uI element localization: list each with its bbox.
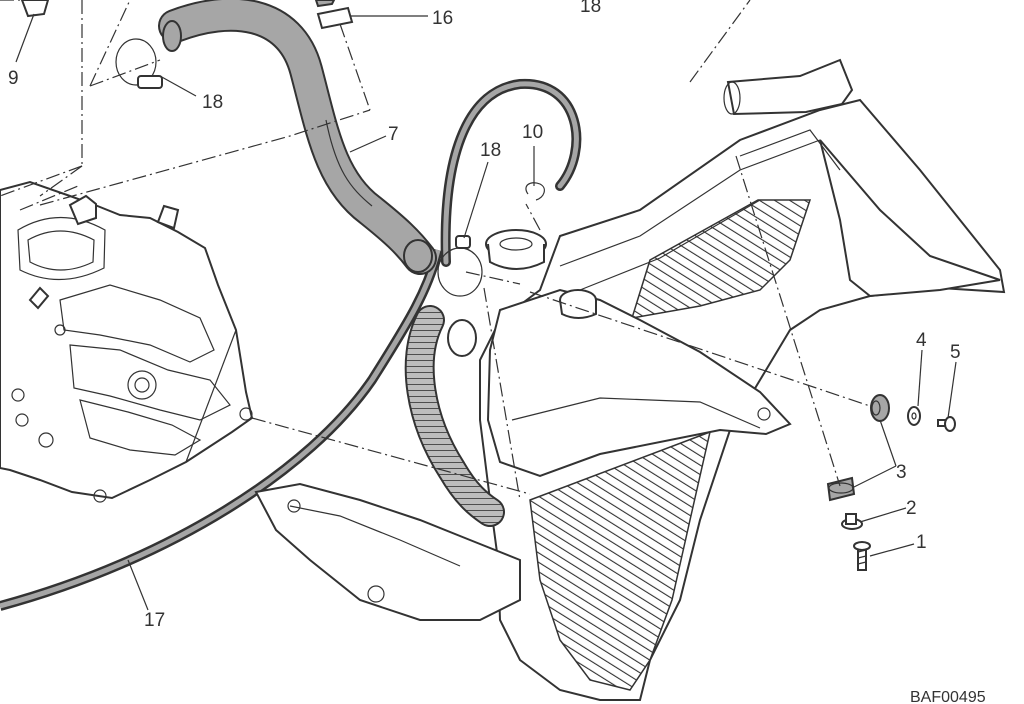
washer-4	[907, 406, 921, 426]
grommet-3-upper	[870, 394, 890, 422]
screw-5	[937, 416, 956, 432]
callout-3: 3	[896, 462, 907, 483]
callout-labels: 9 18 16 18 7 18 10 4 5 3 2 1 17	[8, 0, 961, 631]
callout-5: 5	[950, 342, 961, 363]
assembly-guide-lines	[0, 0, 871, 501]
callout-4: 4	[916, 330, 927, 351]
clip-10	[525, 182, 545, 201]
callout-9: 9	[8, 68, 19, 89]
radiator-assembly	[254, 98, 1006, 701]
callout-leaders	[15, 13, 957, 611]
fitting-16	[314, 0, 354, 30]
hose-7	[158, 0, 437, 275]
bushing-2	[841, 513, 863, 530]
callout-18-top: 18	[580, 0, 601, 17]
callout-2: 2	[906, 498, 917, 519]
bolt-1	[853, 541, 871, 571]
hose-clamp-18-middle	[437, 235, 483, 297]
callout-7: 7	[388, 124, 399, 145]
grommet-3-lower	[826, 476, 856, 502]
hose-clamp-18-upper	[115, 38, 163, 89]
engine-cylinder-head	[0, 180, 254, 503]
callout-1: 1	[916, 532, 927, 553]
callout-16: 16	[432, 8, 453, 29]
drawing-code: BAF00495	[910, 689, 986, 704]
radiator-cap	[485, 229, 547, 270]
callout-18-middle: 18	[480, 140, 501, 161]
callout-18-upper: 18	[202, 92, 223, 113]
hose-17	[0, 248, 443, 611]
small-hose	[440, 78, 582, 267]
callout-10: 10	[522, 122, 543, 143]
upper-inlet-pipe	[723, 58, 854, 116]
callout-17: 17	[144, 610, 165, 631]
clip-9	[20, 0, 50, 18]
